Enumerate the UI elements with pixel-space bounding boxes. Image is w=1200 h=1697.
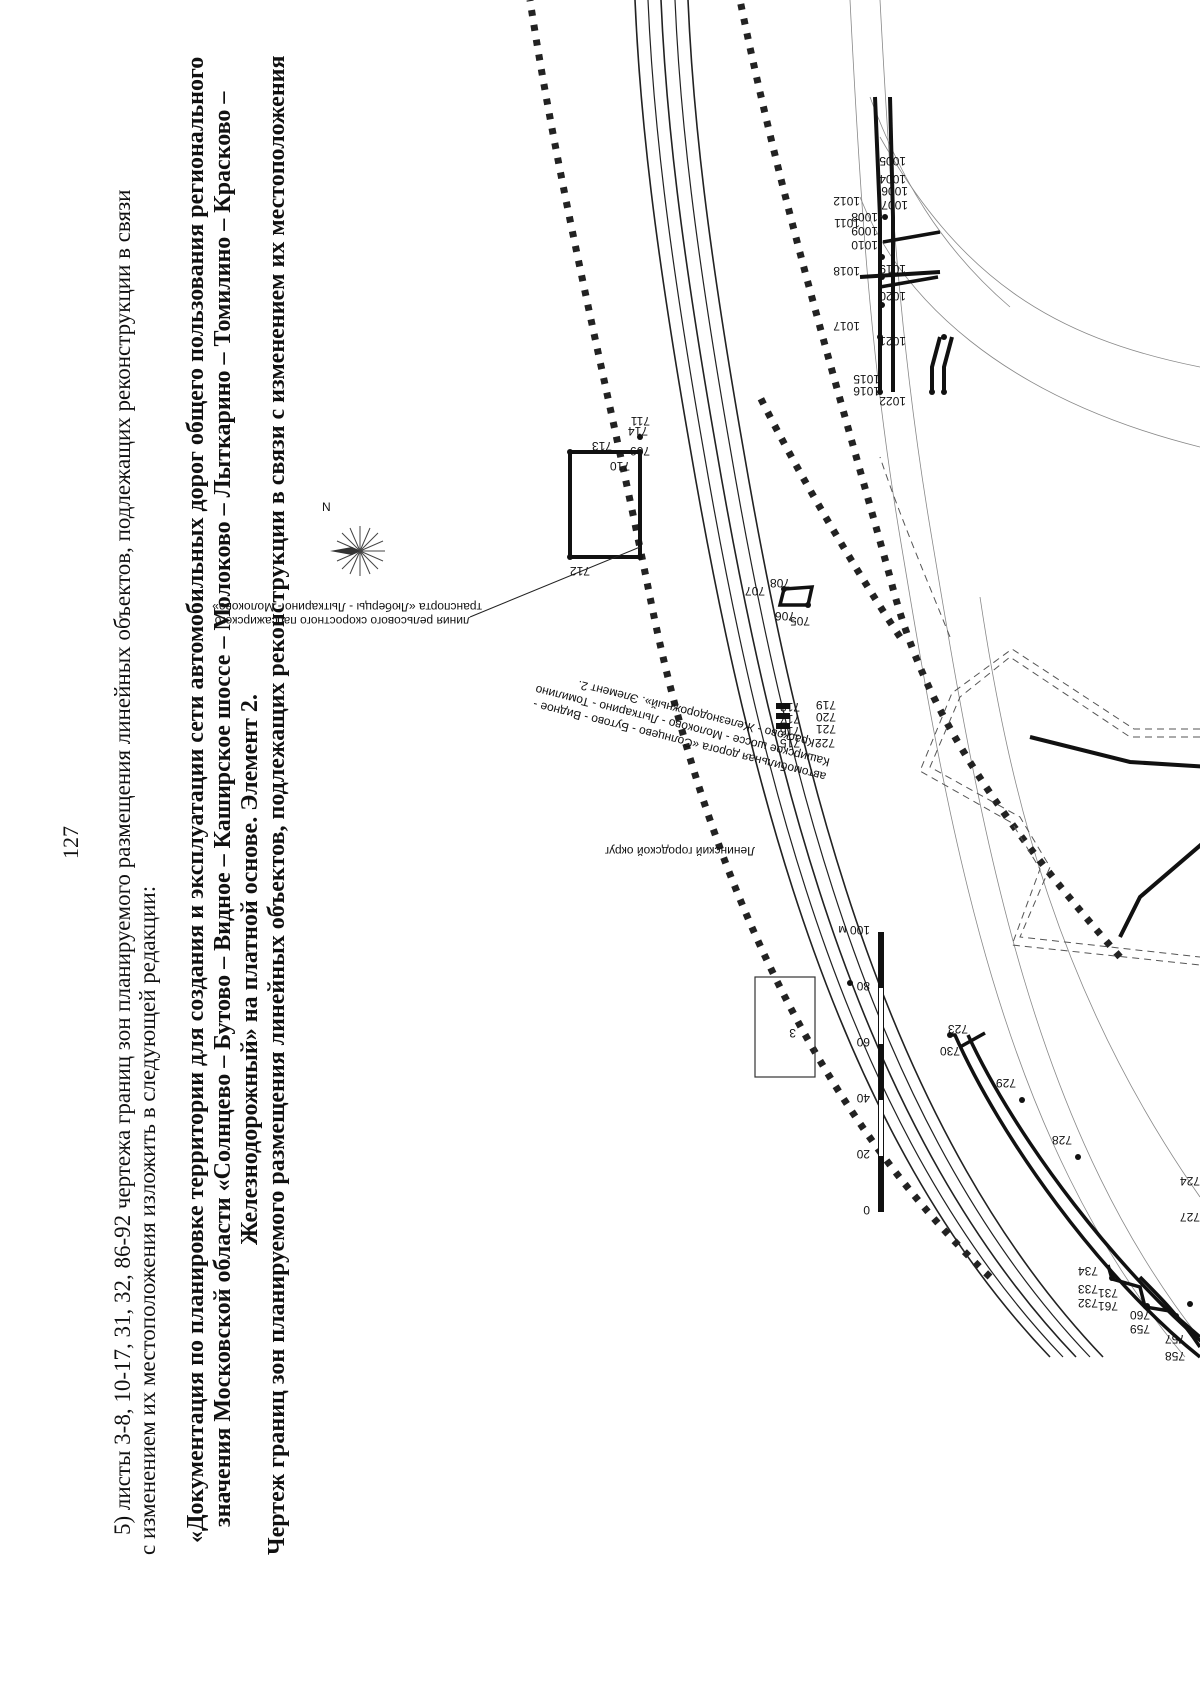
point-label-1009: 1009 [851, 224, 878, 238]
point-label-1017: 1017 [833, 319, 860, 333]
scale-labels: 0 20 40 60 80 100 м [838, 923, 870, 1217]
point-label-714: 714 [628, 424, 648, 438]
rail-label-1: линия рельсового скоростного пассажирско… [214, 614, 470, 628]
point-label-1015: 1015 [853, 372, 880, 386]
svg-text:40: 40 [856, 1091, 870, 1105]
point-label-1021: 1021 [879, 334, 906, 348]
point-label-732: 732 [1078, 1296, 1098, 1310]
point-label-722: 722 [815, 736, 835, 750]
north-label: N [322, 500, 331, 514]
leader-line [469, 546, 641, 618]
point-label-713: 713 [592, 439, 612, 453]
point-label-705: 705 [790, 614, 810, 628]
point-label-717: 717 [780, 712, 800, 726]
point-label-1010: 1010 [851, 238, 878, 252]
svg-text:100 м: 100 м [838, 923, 870, 937]
boundary-dotted-lower [736, 0, 1123, 960]
point-label-1008: 1008 [851, 210, 878, 224]
point-label-715: 715 [780, 736, 800, 750]
district-label: Ленинский городской округ [604, 844, 755, 858]
point-label-1016: 1016 [853, 384, 880, 398]
point-label-1019: 1019 [879, 262, 906, 276]
point-label-1011: 1011 [834, 216, 860, 230]
point-label-734: 734 [1078, 1264, 1098, 1278]
point-label-761: 761 [1098, 1299, 1118, 1313]
point-label-723: 723 [948, 1022, 968, 1036]
point-label-1005: 1005 [879, 154, 906, 168]
boundary-dotted-upper [526, 0, 993, 1280]
point-label-1018: 1018 [833, 264, 860, 278]
point-label-1004: 1004 [879, 172, 906, 186]
point-label-757: 757 [1165, 1332, 1185, 1346]
svg-text:20: 20 [856, 1147, 870, 1161]
point-label-1022: 1022 [879, 394, 906, 408]
point-label-716: 716 [780, 724, 800, 738]
point-label-758: 758 [1165, 1349, 1185, 1363]
point-label-760: 760 [1130, 1308, 1150, 1322]
point-label-710: 710 [610, 459, 630, 473]
scale-bar [878, 932, 884, 1212]
rail-label-2: транспорта «Люберцы - Лыткарино - Молоко… [212, 600, 482, 614]
point-label-1020: 1020 [879, 289, 906, 303]
point-label-759: 759 [1130, 1322, 1150, 1336]
vertex-cluster [776, 703, 790, 729]
point-label-728: 728 [1052, 1133, 1072, 1147]
sheet-box-label: 3 [789, 1026, 796, 1040]
point-label-731: 731 [1098, 1286, 1118, 1300]
point-label-730: 730 [940, 1044, 960, 1058]
road-corridor [634, 0, 1104, 1358]
point-label-711: 711 [631, 414, 650, 428]
point-label-1012: 1012 [833, 194, 860, 208]
point-label-1006: 1006 [881, 184, 908, 198]
svg-text:80: 80 [856, 979, 870, 993]
point-label-729: 729 [996, 1076, 1016, 1090]
point-label-712: 712 [570, 564, 590, 578]
point-label-718: 718 [780, 700, 800, 714]
zone-boundaries [568, 270, 1200, 938]
svg-text:60: 60 [856, 1035, 870, 1049]
point-label-724: 724 [1180, 1174, 1200, 1188]
point-label-721: 721 [816, 722, 836, 736]
sheet-box [754, 976, 816, 1078]
left-polylines [879, 230, 1200, 1359]
boundary-dotted-branch [756, 395, 903, 639]
point-label-719: 719 [816, 698, 836, 712]
point-label-1007: 1007 [881, 198, 908, 212]
point-label-733: 733 [1078, 1282, 1098, 1296]
point-label-709: 709 [630, 444, 650, 458]
point-label-727: 727 [1180, 1210, 1200, 1224]
point-label-706: 706 [775, 609, 795, 623]
point-label-707: 707 [745, 584, 765, 598]
point-label-720: 720 [816, 710, 836, 724]
point-label-708: 708 [770, 576, 790, 590]
north-arrow-icon [330, 526, 385, 576]
vertex-markers [567, 214, 1193, 1319]
district-boundary [879, 456, 1200, 966]
svg-text:0: 0 [863, 1203, 870, 1217]
